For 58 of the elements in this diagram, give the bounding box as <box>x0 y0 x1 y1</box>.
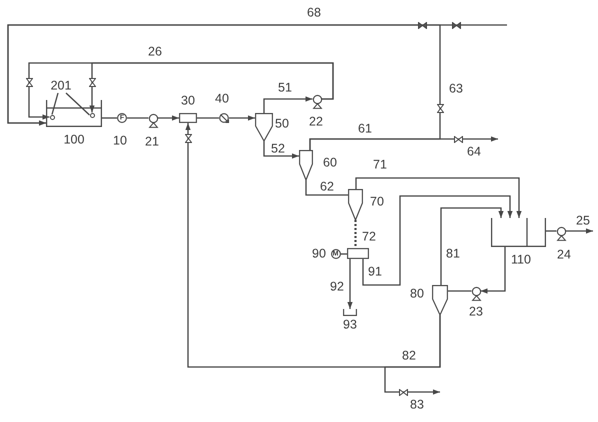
callout-number: 23 <box>469 306 483 318</box>
callout-number: 70 <box>370 196 384 208</box>
callout-number: 201 <box>50 80 72 92</box>
leader-line <box>66 92 90 116</box>
pipe-number: 62 <box>320 180 334 194</box>
nozzle-symbol <box>90 112 94 118</box>
flow-arrow <box>347 259 353 309</box>
flow-arrow <box>89 62 334 112</box>
callout-number: 100 <box>64 134 84 146</box>
pipe-line <box>448 290 472 292</box>
pipe-number: 64 <box>467 146 481 158</box>
pipe-line <box>546 230 556 232</box>
callout-number: 93 <box>343 318 357 332</box>
pipe-number: 92 <box>330 280 344 294</box>
pipe-number: 25 <box>576 214 590 228</box>
pipe-number: 83 <box>410 398 424 412</box>
callout-number: 24 <box>557 248 571 262</box>
flow-arrow <box>384 315 441 395</box>
pipe-number: 26 <box>148 46 162 58</box>
callout-number: 21 <box>145 136 159 148</box>
flow-arrow <box>229 115 255 121</box>
pipe-line <box>127 117 148 119</box>
pipe-number: 82 <box>402 350 416 362</box>
flow-arrow <box>362 195 513 286</box>
pipe-number: 68 <box>307 6 321 20</box>
callout-number: 30 <box>181 94 195 108</box>
callout-number: 90 <box>312 248 326 260</box>
callout-number: 50 <box>275 118 289 130</box>
pipe-line <box>197 117 219 119</box>
equipment-box <box>347 248 369 259</box>
flow-arrow <box>7 24 507 126</box>
callout-number: 60 <box>323 156 337 170</box>
flow-arrow <box>309 136 498 150</box>
callout-number: 40 <box>215 92 229 106</box>
pipe-line <box>305 180 348 196</box>
callout-number: 22 <box>309 116 323 128</box>
flow-arrow <box>158 115 179 121</box>
flow-arrow <box>263 141 299 159</box>
pipe-number: 63 <box>449 82 463 96</box>
pipe-number: 72 <box>362 230 376 244</box>
pipe-number: 52 <box>271 142 285 156</box>
flow-arrow <box>355 177 522 218</box>
nozzle-symbol <box>50 114 54 120</box>
pipe-number: 81 <box>446 248 460 260</box>
pipe-number: 61 <box>358 122 372 136</box>
pipe-line <box>102 117 117 119</box>
callout-number: 10 <box>113 134 127 148</box>
dotted-pipe <box>354 220 357 248</box>
flow-arrow <box>480 247 506 294</box>
pipe-number: 51 <box>278 82 292 94</box>
flow-arrow <box>440 207 504 285</box>
flow-arrow <box>263 96 312 113</box>
pipe-number: 71 <box>373 158 387 172</box>
callout-number: 80 <box>410 288 424 300</box>
pipe-number: 91 <box>368 266 382 278</box>
callout-number: 110 <box>511 254 531 266</box>
flow-arrow <box>566 228 593 234</box>
leader-line <box>51 92 59 115</box>
